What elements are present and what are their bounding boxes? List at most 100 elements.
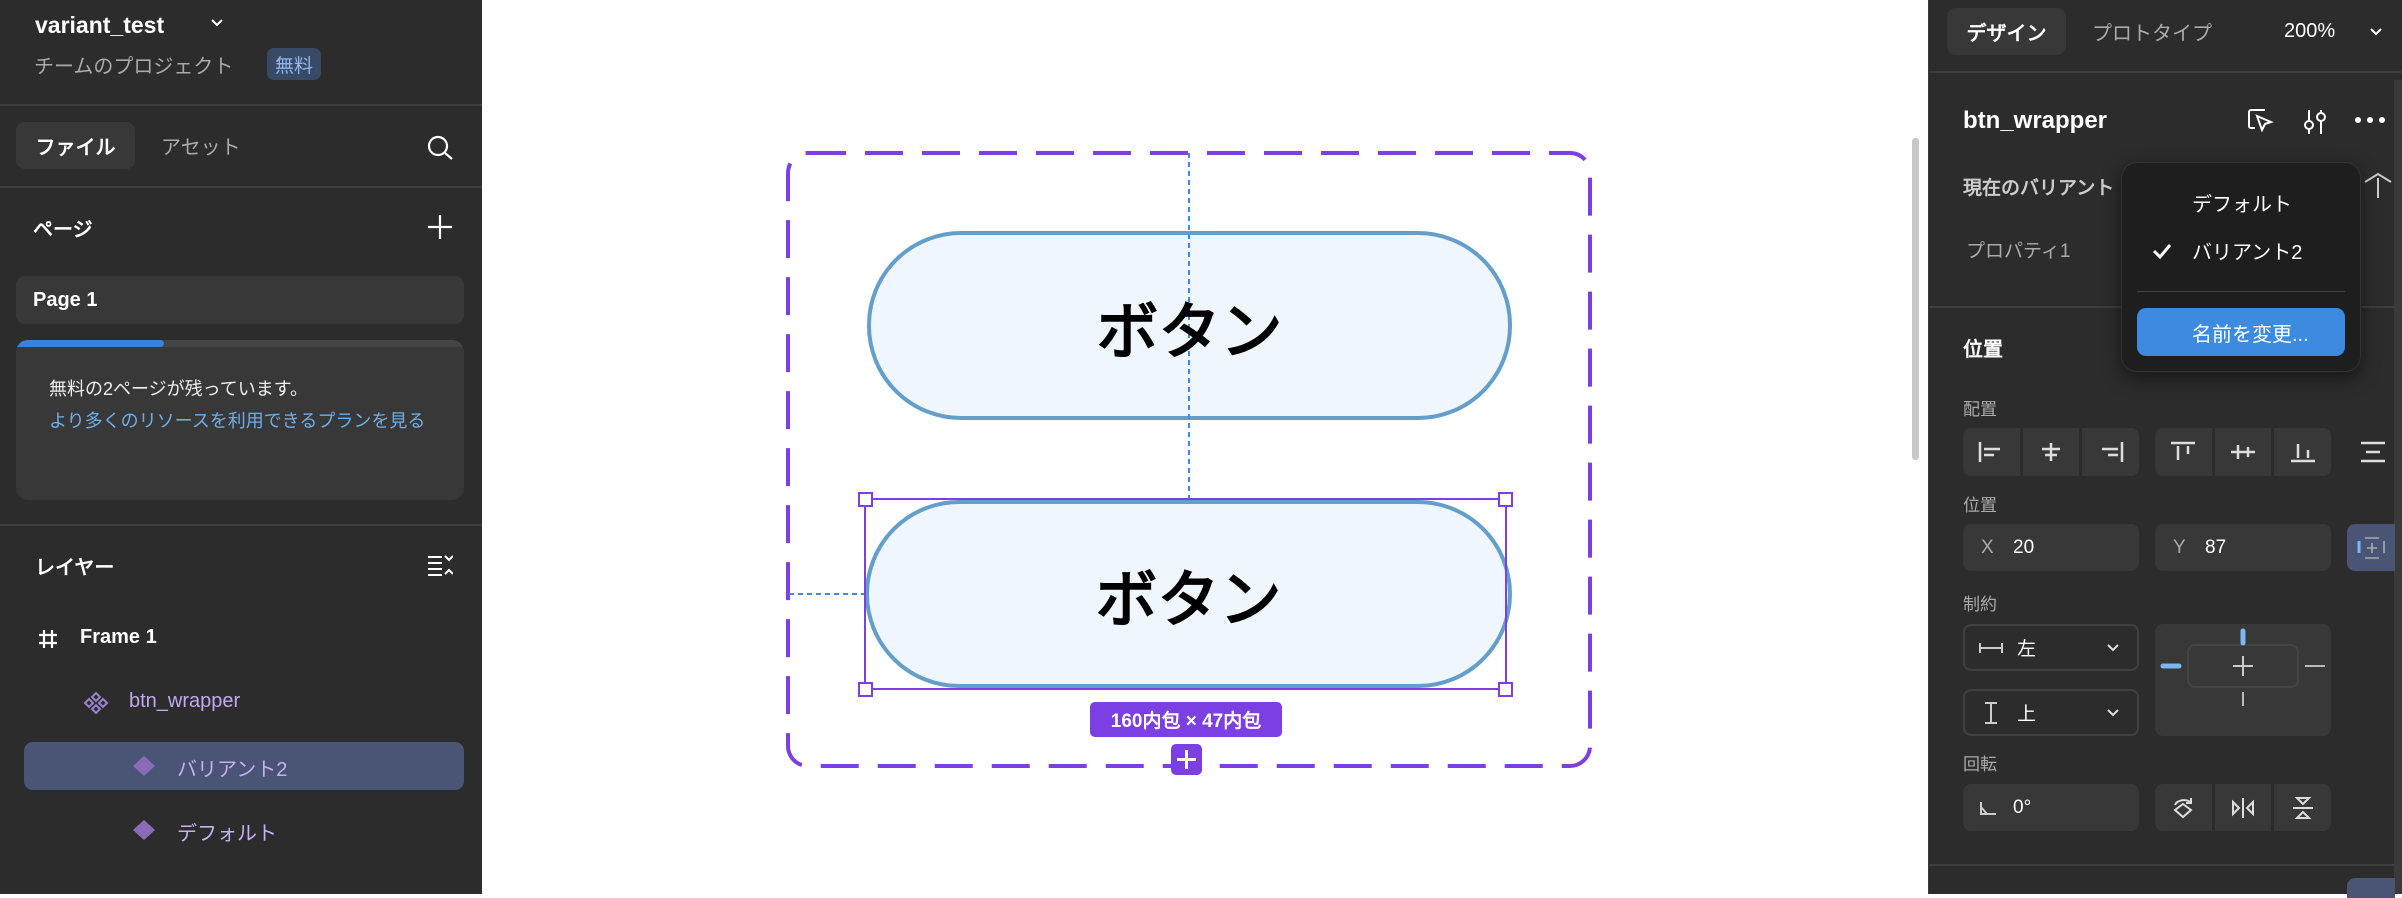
rotate-icon [2173,797,2193,818]
divider [1929,71,2402,73]
page-item-page-1[interactable]: Page 1 [16,276,464,324]
position-section-title: 位置 [1963,338,2003,361]
check-icon [2152,244,2172,259]
divider [1929,864,2394,866]
y-label: Y [2173,536,2186,558]
layers-title: レイヤー [35,556,115,579]
layer-name: Frame 1 [80,626,157,648]
tab-design[interactable]: デザイン [1947,8,2066,55]
resize-handle[interactable] [1498,682,1513,697]
canvas[interactable] [482,0,1928,894]
project-name-text: variant_test [35,11,165,38]
menu-item-default[interactable]: デフォルト [2192,193,2292,216]
angle-icon [1980,801,1996,815]
layer-row[interactable]: デフォルト [24,806,464,854]
search-icon[interactable] [426,134,454,162]
property-label: プロパティ1 [1966,240,2071,262]
distribute-icon[interactable] [2359,440,2387,464]
layer-row[interactable]: Frame 1 [0,620,482,658]
project-name[interactable]: variant_test [35,10,164,40]
page-item-label: Page 1 [33,288,98,311]
zoom-level[interactable]: 200% [2284,20,2336,42]
constraint-widget[interactable] [2155,624,2331,736]
x-label: X [1981,536,1994,558]
pages-limit-notice: 無料の2ページが残っています。 より多くのリソースを利用できるプランを見る [16,340,464,500]
v-constraint-value: 上 [2017,704,2037,725]
rotate-90-button[interactable] [2155,784,2212,831]
absolute-position-icon [2357,536,2385,559]
horizontal-constraint-icon [1979,642,2003,653]
component-set-icon [83,691,109,715]
align-vcenter-button[interactable] [2214,428,2272,476]
h-constraint-value: 左 [2017,639,2037,660]
tab-assets[interactable]: アセット [161,137,241,159]
upgrade-link[interactable]: より多くのリソースを利用できるプランを見る [49,411,426,431]
align-right-icon [2101,442,2123,462]
align-right-button[interactable] [2082,428,2139,476]
resize-handle[interactable] [858,492,873,507]
divider [0,524,482,526]
tab-prototype[interactable]: プロトタイプ [2092,23,2212,45]
more-options-icon[interactable] [2353,114,2387,126]
align-left-button[interactable] [1963,428,2020,476]
team-name: チームのプロジェクト [34,56,234,78]
position-label: 位置 [1963,496,1997,515]
resize-handle[interactable] [858,682,873,697]
transform-group [2155,784,2331,831]
add-page-icon[interactable] [427,214,453,240]
vertical-align-group [2155,428,2331,476]
resize-handle[interactable] [1498,492,1513,507]
align-top-button[interactable] [2155,428,2212,476]
pages-progress-fill [16,340,164,347]
variant-icon [133,756,155,776]
collapse-layers-icon[interactable] [427,553,453,577]
selection-box [864,498,1507,690]
menu-item-rename[interactable]: 名前を変更... [2137,308,2345,356]
divider [0,104,482,106]
panel-scrollbar[interactable] [2394,80,2402,894]
align-label: 配置 [1963,400,1997,419]
notice-text: 無料の2ページが残っています。 [49,379,308,399]
x-value: 20 [2013,536,2035,558]
chevron-down-icon[interactable] [210,18,224,28]
publish-icon[interactable] [2363,170,2393,200]
align-bottom-icon [2290,444,2315,463]
go-to-main-component-icon[interactable] [2247,108,2275,134]
variant-menu: デフォルト バリアント2 名前を変更... [2121,162,2361,372]
x-position-input[interactable]: X 20 [1963,524,2139,571]
vertical-constraint-select[interactable]: 上 [1963,689,2139,736]
button-variant2[interactable] [865,500,1512,688]
flip-vertical-icon [2292,796,2313,819]
chevron-down-icon[interactable] [2369,27,2383,37]
align-hcenter-button[interactable] [2022,428,2080,476]
constraints-label: 制約 [1963,595,1997,614]
menu-item-variant2[interactable]: バリアント2 [2192,241,2303,264]
horizontal-constraint-select[interactable]: 左 [1963,624,2139,671]
variant-icon [133,820,155,840]
align-horizontal-center-icon [2042,443,2060,461]
chevron-down-icon [2107,643,2119,651]
flip-vertical-button[interactable] [2274,784,2331,831]
layer-name: btn_wrapper [129,690,241,712]
absolute-position-toggle[interactable] [2347,524,2395,571]
rotation-input[interactable]: 0° [1963,784,2139,831]
button-label: ボタン [1095,566,1282,635]
layer-row[interactable]: btn_wrapper [0,684,482,722]
layer-row-selected[interactable]: バリアント2 [24,742,464,790]
button-label: ボタン [1096,297,1283,367]
flip-horizontal-button[interactable] [2214,784,2272,831]
layer-name: バリアント2 [177,759,288,781]
properties-panel: デザイン プロトタイプ 200% btn_wrapper 現在のバリアント プロ… [1928,0,2402,898]
vertical-constraint-icon [1985,701,1997,724]
component-name: btn_wrapper [1963,107,2108,134]
canvas-scrollbar[interactable] [1912,138,1919,460]
align-bottom-button[interactable] [2274,428,2331,476]
flip-horizontal-icon [2232,797,2254,818]
section-toggle[interactable] [2347,878,2395,898]
properties-adjust-icon[interactable] [2301,108,2329,134]
align-vertical-center-icon [2231,445,2255,459]
size-label: 160内包 × 47内包 [1090,702,1282,737]
tab-file[interactable]: ファイル [16,122,135,169]
pages-progress-bar [16,340,464,347]
